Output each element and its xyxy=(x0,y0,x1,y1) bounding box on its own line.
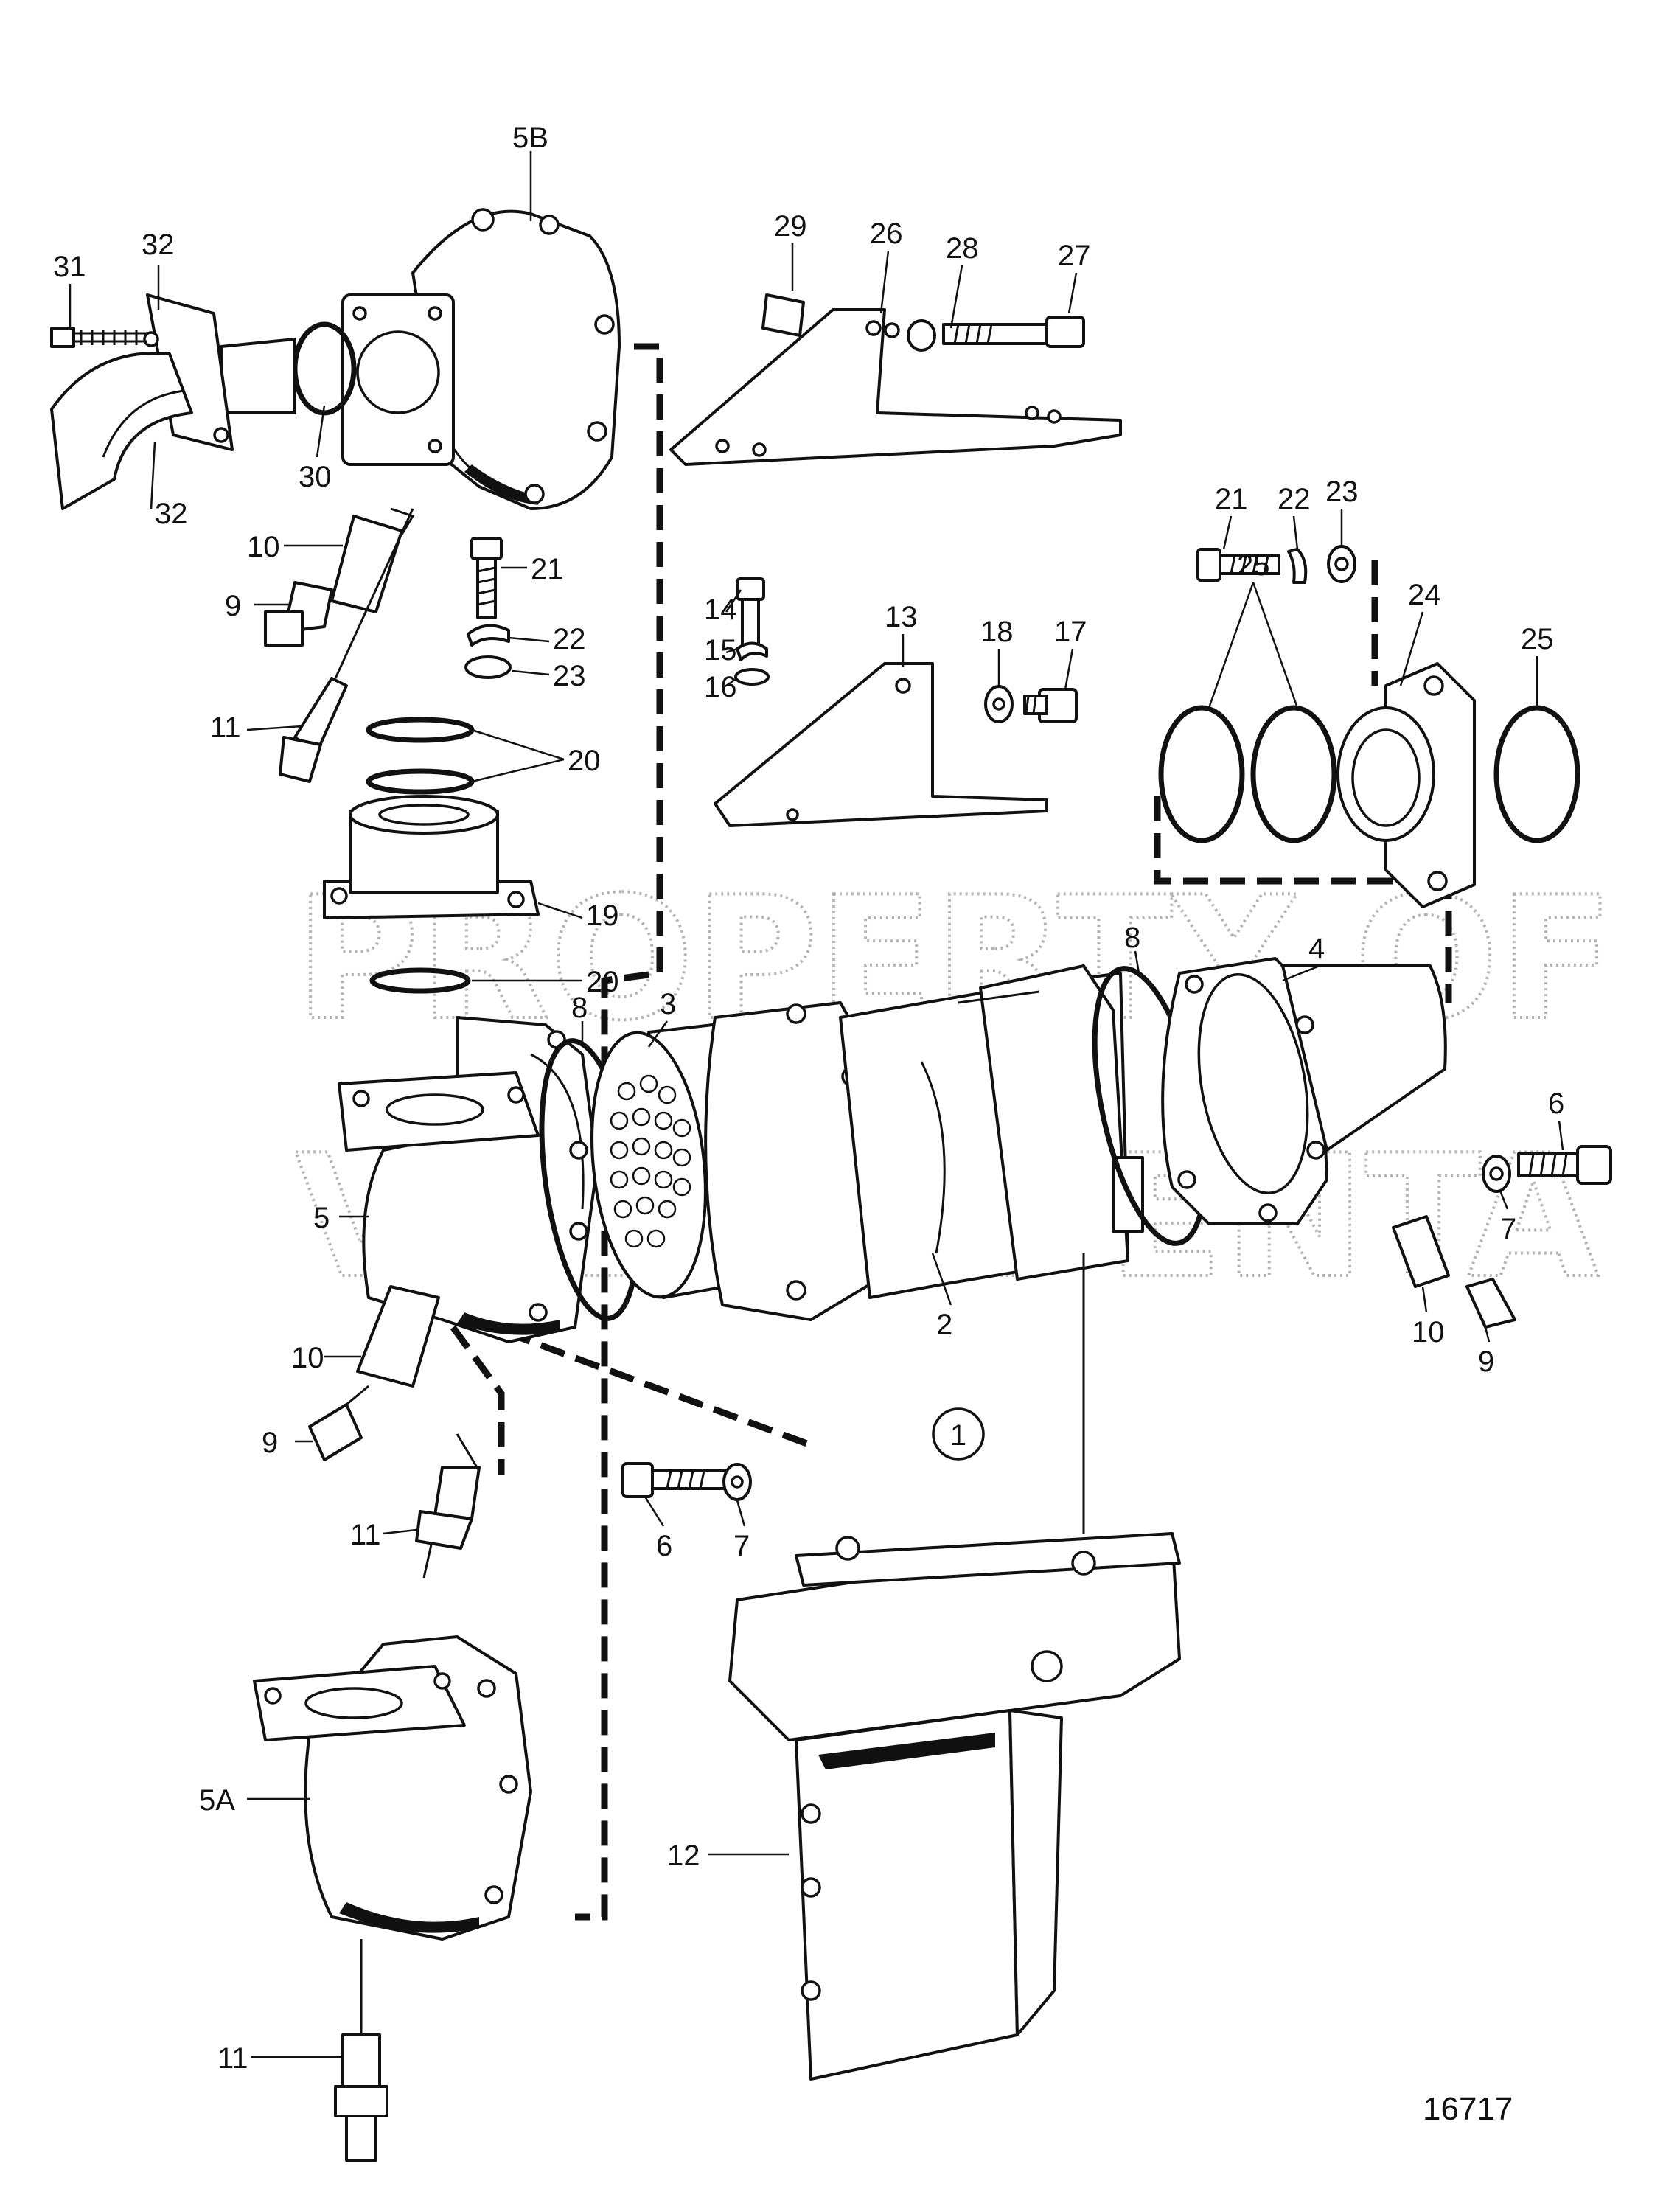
callout-labels: 5B 31 32 32 30 10 9 11 21 22 23 20 19 20… xyxy=(53,122,1564,2075)
callout-25-left: 25 xyxy=(1237,549,1270,582)
callout-13: 13 xyxy=(885,601,918,633)
callout-6-right: 6 xyxy=(1548,1087,1564,1120)
callout-12: 12 xyxy=(667,1840,700,1872)
callout-17: 17 xyxy=(1054,616,1087,648)
callout-21-right: 21 xyxy=(1215,483,1248,515)
callout-11-middle: 11 xyxy=(350,1519,381,1551)
callout-4: 4 xyxy=(1308,933,1325,965)
callout-26: 26 xyxy=(870,217,903,250)
callout-6-lower: 6 xyxy=(656,1530,672,1562)
callout-2: 2 xyxy=(936,1309,952,1341)
view-marker: 1 xyxy=(932,1407,985,1461)
callout-25-right: 25 xyxy=(1521,623,1554,655)
callout-11-upper: 11 xyxy=(210,711,241,744)
callout-19: 19 xyxy=(586,899,619,932)
callout-8-left: 8 xyxy=(571,992,588,1024)
assembly-dashed-lines xyxy=(428,343,1452,1921)
callout-8-right: 8 xyxy=(1124,922,1140,954)
callout-23-left: 23 xyxy=(553,660,586,692)
callout-32-top: 32 xyxy=(142,229,175,261)
callout-9-upper: 9 xyxy=(225,590,241,622)
callout-10-right: 10 xyxy=(1412,1316,1445,1348)
part-4-outlet-cover xyxy=(1161,957,1447,1225)
bracket-13-assembly xyxy=(714,577,1078,827)
callout-30: 30 xyxy=(299,461,332,493)
callout-3: 3 xyxy=(660,988,676,1020)
part-2-heat-exchanger-body xyxy=(704,964,1144,1321)
leader-lines xyxy=(69,151,1564,2058)
callout-18: 18 xyxy=(980,616,1014,648)
callout-9-right: 9 xyxy=(1478,1346,1494,1378)
callout-24: 24 xyxy=(1408,579,1441,611)
callout-14: 14 xyxy=(704,594,737,626)
middle-left-fittings xyxy=(308,1285,481,1579)
right-fittings xyxy=(1392,1145,1612,1329)
callout-5: 5 xyxy=(313,1202,330,1234)
part-5b-end-cover xyxy=(50,208,621,510)
callout-29: 29 xyxy=(774,210,807,243)
bracket-26-assembly xyxy=(669,293,1122,466)
callout-22-right: 22 xyxy=(1278,483,1311,515)
callout-16: 16 xyxy=(704,671,737,703)
callout-31: 31 xyxy=(53,251,86,283)
part-5-elbow-housing xyxy=(338,1016,599,1343)
part-12-mounting-bracket xyxy=(728,1253,1181,2081)
callout-23-right: 23 xyxy=(1325,476,1359,508)
callout-7-lower: 7 xyxy=(733,1530,750,1562)
lower-fitting-11 xyxy=(334,1939,388,2162)
callout-10-middle: 10 xyxy=(291,1342,324,1374)
callout-15: 15 xyxy=(704,634,737,667)
bolt-21-22-23-upper xyxy=(464,537,512,679)
callout-7-right: 7 xyxy=(1500,1213,1516,1245)
drawing-number: 16717 xyxy=(1423,2091,1513,2127)
callout-32-bottom: 32 xyxy=(155,498,188,530)
part-5a-elbow-housing xyxy=(253,1635,532,1941)
callout-11-lower: 11 xyxy=(217,2042,248,2075)
callout-20-upper: 20 xyxy=(568,745,601,777)
callout-5a: 5A xyxy=(199,1784,235,1817)
callout-28: 28 xyxy=(946,232,979,265)
part-19-flange xyxy=(323,795,540,919)
callout-21-left: 21 xyxy=(531,553,564,585)
upper-left-fittings xyxy=(264,507,415,783)
callout-10-upper: 10 xyxy=(247,531,280,563)
callout-9-middle: 9 xyxy=(262,1427,278,1459)
callout-22-left: 22 xyxy=(553,623,586,655)
callout-20-lower: 20 xyxy=(586,966,619,998)
bolt-21-22-23-right xyxy=(1196,545,1356,584)
part-24-flange xyxy=(1336,662,1476,908)
callout-27: 27 xyxy=(1058,240,1091,272)
lower-bolt-6-washer-7 xyxy=(621,1462,752,1501)
view-marker-number: 1 xyxy=(950,1419,966,1452)
callout-5b: 5B xyxy=(512,122,548,154)
